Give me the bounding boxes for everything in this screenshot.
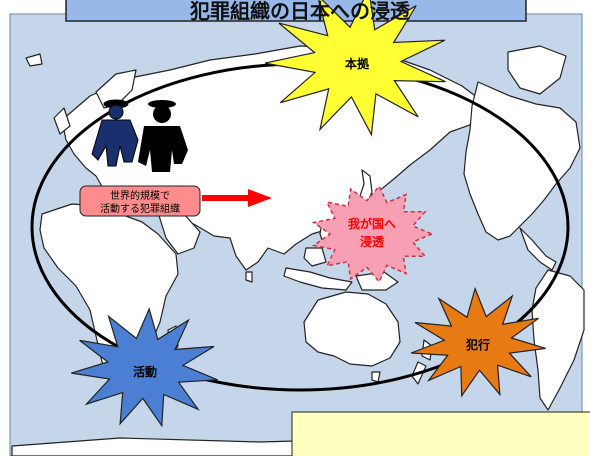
- landmass-borneo: [303, 247, 327, 267]
- landmass-north-america: [463, 81, 581, 241]
- gangster-silhouette-icon: [138, 100, 188, 172]
- infiltration-arrow: [202, 189, 272, 207]
- landmass-scandinavia: [95, 69, 137, 109]
- activity-burst: [71, 307, 218, 428]
- landmass-tasmania: [371, 371, 381, 383]
- landmass-greenland: [507, 45, 567, 95]
- landmass-indonesia: [283, 267, 353, 291]
- crime-burst: [410, 286, 546, 398]
- title-box: [65, 0, 527, 22]
- activity-label: 活動: [133, 364, 157, 379]
- landmass-britain: [53, 107, 71, 135]
- org-label-line1: 世界的規模で: [110, 189, 170, 202]
- infiltration-burst: [311, 184, 434, 284]
- page-title: 犯罪組織の日本への浸透: [189, 0, 411, 23]
- org-label-line2: 活動する犯罪組織: [100, 202, 180, 215]
- headquarters-label: 本拠: [345, 56, 370, 71]
- infiltration-label-line2: 浸透: [360, 234, 385, 249]
- infiltration-label-line1: 我が国へ: [348, 216, 396, 231]
- landmass-australia: [303, 291, 401, 367]
- headquarters-burst: [264, 0, 446, 137]
- note-box: [291, 411, 590, 456]
- gangster-silhouette-icon: [91, 99, 139, 167]
- crime-label: 犯行: [465, 337, 490, 352]
- landmass-central-america: [519, 227, 557, 271]
- org-box: [79, 185, 201, 217]
- landmass-sri-lanka: [245, 271, 253, 283]
- landmass-iceland: [25, 53, 43, 67]
